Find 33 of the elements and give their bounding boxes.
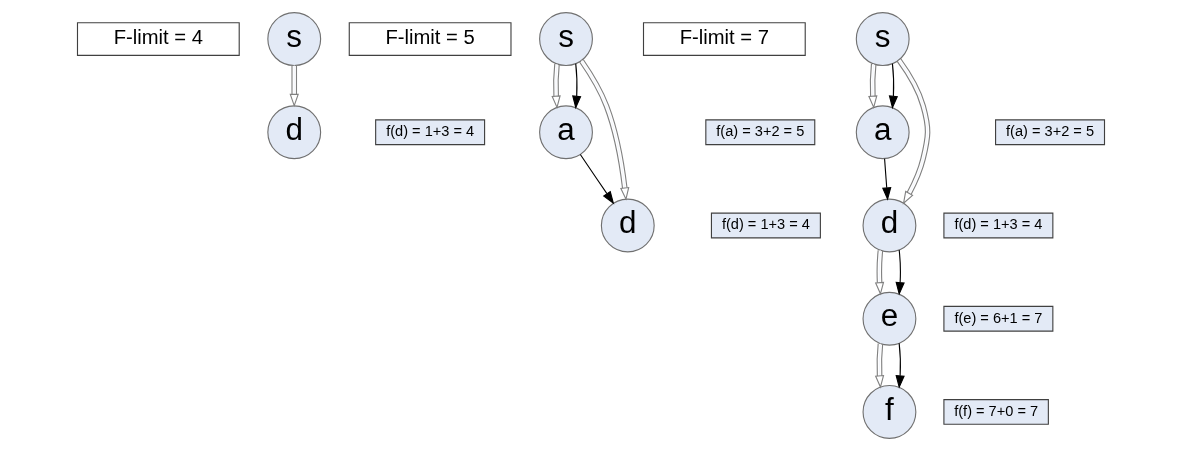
node-box: f(d) = 1+3 = 4 (942, 212, 1053, 239)
arrow (874, 249, 884, 296)
node-circle: e (862, 291, 916, 346)
arrow (289, 64, 299, 108)
arrow (881, 158, 891, 201)
arrow (888, 63, 898, 110)
arrow (896, 58, 930, 205)
node-circle: s (855, 12, 910, 67)
node-circle: a (855, 105, 910, 160)
node-box: f(f) = 7+0 = 7 (942, 399, 1049, 425)
node-box: f(e) = 6+1 = 7 (942, 305, 1053, 332)
arrow (579, 153, 614, 205)
arrow (867, 63, 877, 110)
arrow (894, 249, 905, 296)
node-circle: s (538, 12, 593, 67)
node-box: F-limit = 4 (76, 22, 240, 56)
node-circle: a (538, 105, 593, 160)
arrow (874, 342, 884, 389)
node-circle: d (600, 198, 655, 253)
node-box: f(d) = 1+3 = 4 (374, 119, 485, 146)
node-circle: f (862, 384, 916, 439)
node-box: F-limit = 5 (348, 22, 512, 56)
arrow (578, 58, 629, 201)
node-circle: d (266, 105, 321, 160)
node-box: f(d) = 1+3 = 4 (710, 212, 821, 239)
node-box: f(a) = 3+2 = 5 (704, 119, 815, 146)
arrow (571, 63, 581, 110)
arrow (894, 342, 905, 389)
node-box: f(a) = 3+2 = 5 (994, 119, 1105, 146)
node-circle: d (862, 198, 916, 253)
node-circle: s (266, 12, 321, 67)
node-box: F-limit = 7 (642, 22, 806, 56)
arrow (550, 63, 561, 110)
